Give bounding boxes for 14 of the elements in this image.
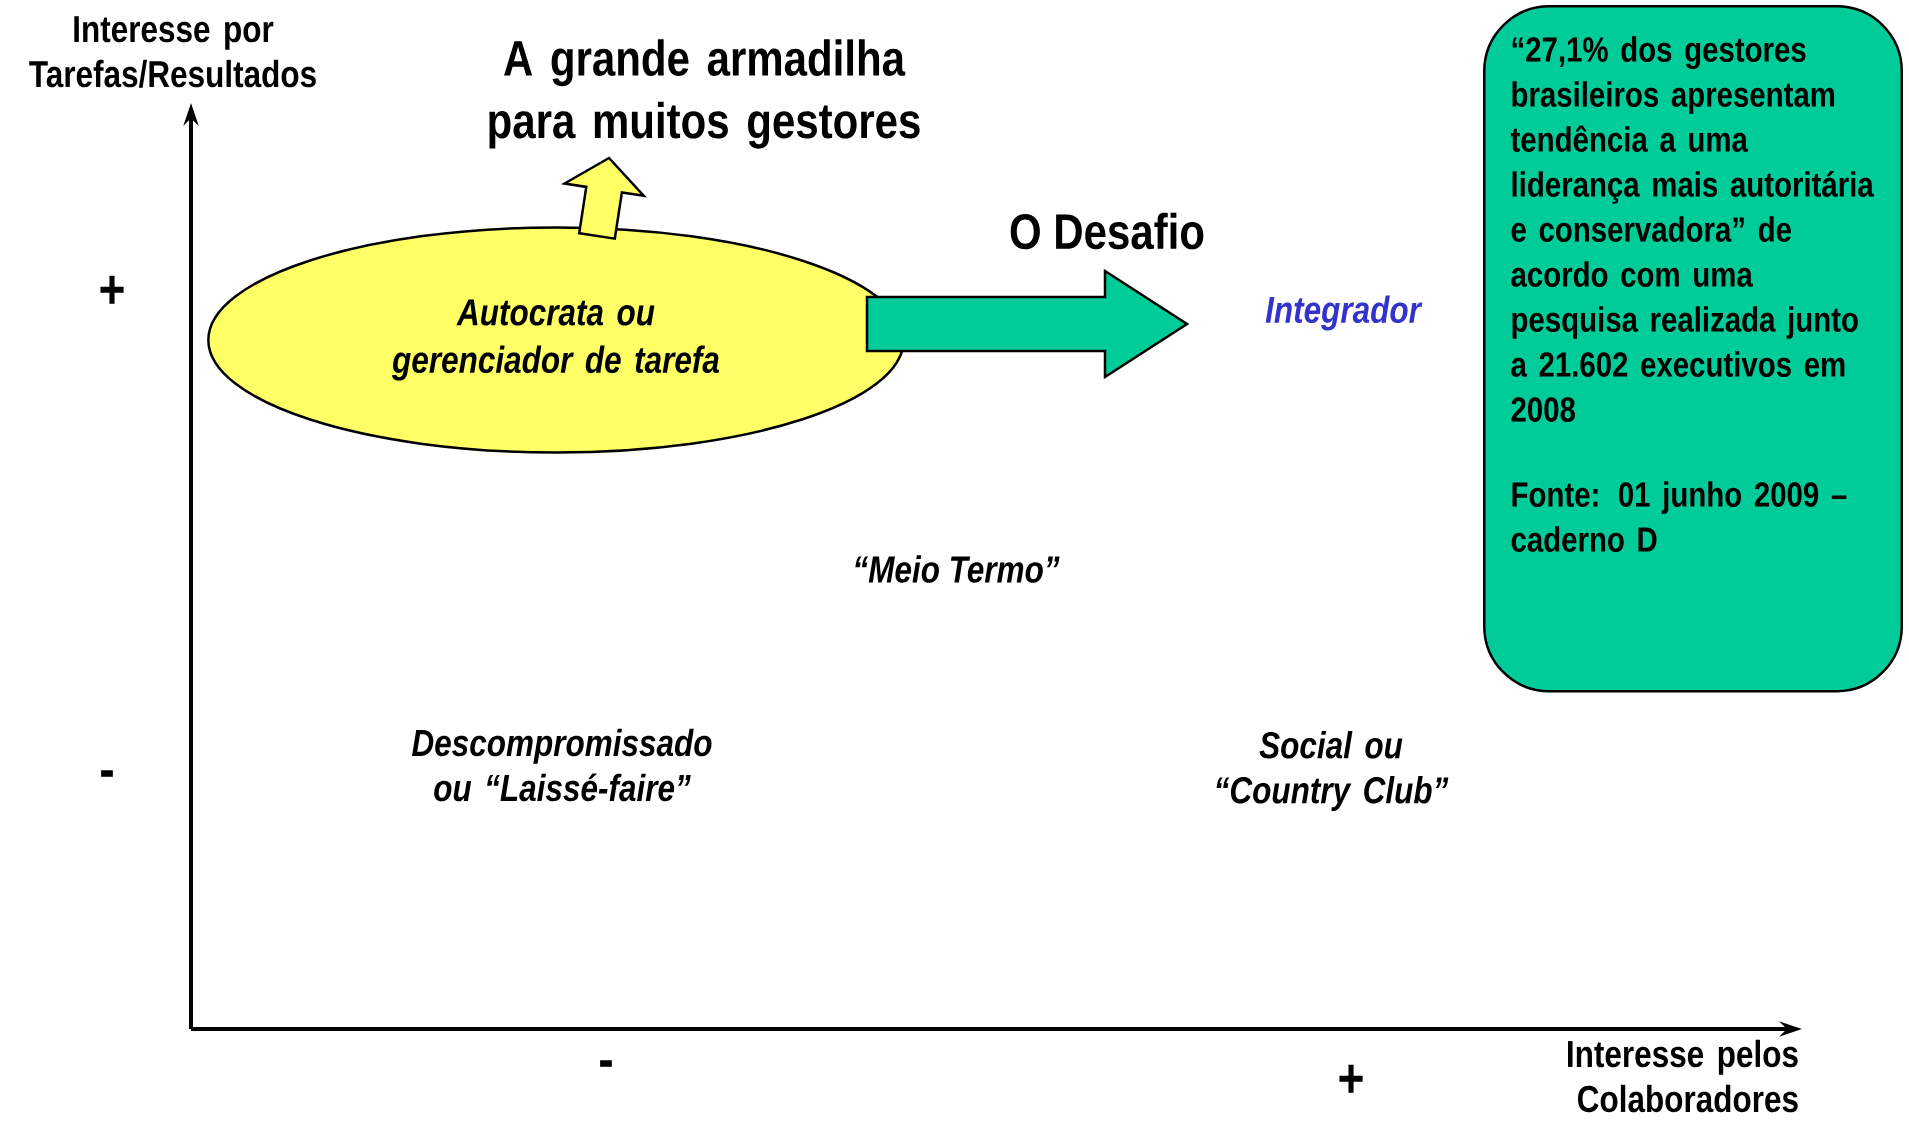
axis-label: Interesse por Tarefas/Resultados (29, 16, 316, 88)
scale-sign: - (600, 1060, 612, 1067)
scale-sign: + (100, 275, 124, 304)
quadrant-label: Descompromissado ou “Laissé-faire” (412, 728, 712, 802)
leadership-style: Integrador (1265, 295, 1423, 331)
note-box: “27,1% dos gestores brasileiros apresentam tendência a uma liderança mais autoritária e conservadora” de acordo com uma pesquisa realizada junto a 21.602 executivos em 2008 Fonte: 01 junho 2009 – caderno D (1483, 5, 1903, 693)
heading: A grande armadilha para muitos gestores (489, 39, 920, 149)
edge-label: O Desafio (1004, 207, 1211, 255)
quadrant-label: “Meio Termo” (855, 555, 1060, 583)
scale-sign: - (101, 770, 113, 777)
quadrant-label: Social ou “Country Club” (1216, 731, 1449, 811)
axis-label: Interesse pelos Colaboradores (1568, 1039, 1798, 1113)
block-arrow (865, 268, 1190, 380)
scale-sign: + (1339, 1064, 1363, 1093)
